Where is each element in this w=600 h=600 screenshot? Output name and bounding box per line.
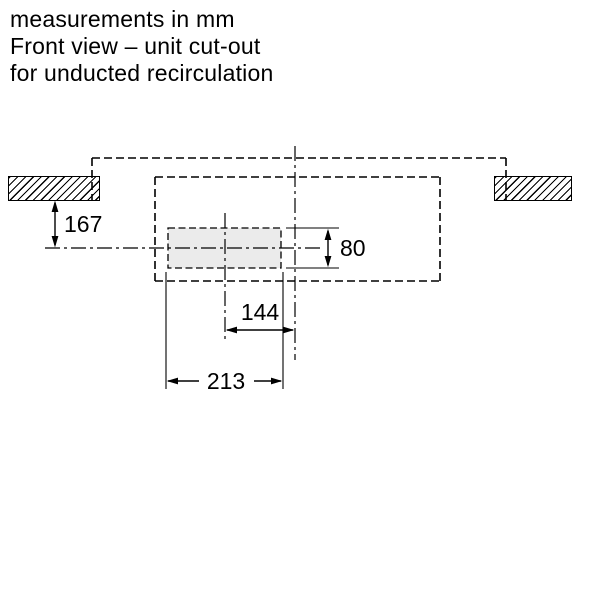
- unit-cutout-outline: [154, 176, 441, 282]
- title-line-units: measurements in mm: [10, 6, 235, 32]
- dimension-144: 144: [225, 299, 295, 334]
- dimension-80-arrow-down: [324, 256, 332, 268]
- dimension-144-arrow-left: [225, 326, 237, 334]
- dimension-167-arrow-up: [51, 200, 59, 212]
- dimension-213: 213: [165, 272, 284, 394]
- drawing-title: measurements in mm Front view – unit cut…: [10, 6, 273, 87]
- dimension-167-arrow-down: [51, 236, 59, 248]
- dimension-213-arrow-left: [166, 377, 178, 385]
- centerlines: [45, 146, 320, 360]
- worktop-section-right-hatch: [494, 176, 572, 201]
- title-line-view: Front view – unit cut-out: [10, 33, 261, 59]
- dimension-144-arrow-right: [283, 326, 295, 334]
- worktop-section-left-hatch: [8, 176, 100, 201]
- dimension-167: 167: [51, 200, 102, 248]
- dimension-144-label: 144: [241, 299, 280, 325]
- title-line-mode: for unducted recirculation: [10, 60, 274, 86]
- dimension-80-arrow-up: [324, 228, 332, 240]
- dimension-213-arrow-right: [271, 377, 283, 385]
- appliance-outline: [91, 157, 507, 201]
- dimension-80-label: 80: [340, 235, 366, 261]
- dimension-80: 80: [286, 227, 366, 269]
- dimension-213-label: 213: [207, 368, 245, 394]
- dimension-167-label: 167: [64, 211, 102, 237]
